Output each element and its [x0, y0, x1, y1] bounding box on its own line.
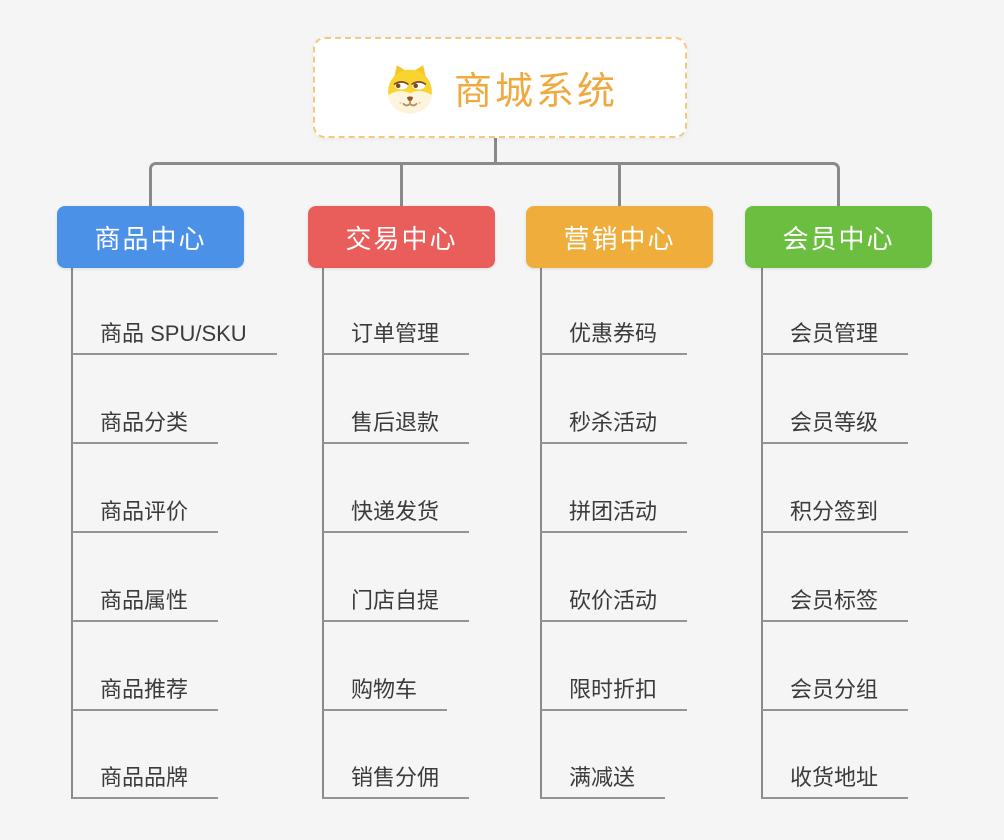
- connector-drop-marketing: [618, 165, 621, 207]
- leaf-node[interactable]: 售后退款: [323, 408, 470, 444]
- leaf-node[interactable]: 商品评价: [72, 497, 219, 533]
- leaf-node[interactable]: 商品 SPU/SKU: [72, 319, 277, 355]
- leaf-node[interactable]: 限时折扣: [541, 675, 688, 711]
- leaf-node[interactable]: 会员管理: [762, 319, 909, 355]
- root-node[interactable]: 商城系统: [313, 37, 687, 138]
- leaf-node[interactable]: 会员标签: [762, 586, 909, 622]
- branch-node-marketing-center[interactable]: 营销中心: [526, 206, 713, 268]
- leaf-node[interactable]: 商品推荐: [72, 675, 219, 711]
- leaf-node[interactable]: 积分签到: [762, 497, 909, 533]
- leaf-node[interactable]: 拼团活动: [541, 497, 688, 533]
- branch-node-trade-center[interactable]: 交易中心: [308, 206, 495, 268]
- leaf-node[interactable]: 砍价活动: [541, 586, 688, 622]
- branch-node-product-center[interactable]: 商品中心: [57, 206, 244, 268]
- leaf-node[interactable]: 销售分佣: [323, 763, 470, 799]
- leaf-node[interactable]: 商品分类: [72, 408, 219, 444]
- leaf-node[interactable]: 会员等级: [762, 408, 909, 444]
- connector-trunk-member: [761, 268, 763, 799]
- connector-branch-frame: [149, 162, 840, 207]
- leaf-node[interactable]: 商品品牌: [72, 763, 219, 799]
- leaf-node[interactable]: 秒杀活动: [541, 408, 688, 444]
- connector-trunk-product: [71, 268, 73, 799]
- leaf-node[interactable]: 门店自提: [323, 586, 470, 622]
- leaf-node[interactable]: 优惠券码: [541, 319, 688, 355]
- connector-trunk-trade: [322, 268, 324, 799]
- leaf-node[interactable]: 快递发货: [323, 497, 470, 533]
- connector-drop-trade: [400, 165, 403, 207]
- leaf-node[interactable]: 收货地址: [762, 763, 909, 799]
- leaf-node[interactable]: 会员分组: [762, 675, 909, 711]
- dog-face-icon: [388, 64, 432, 113]
- leaf-node[interactable]: 商品属性: [72, 586, 219, 622]
- leaf-node[interactable]: 购物车: [323, 675, 448, 711]
- connector-trunk-marketing: [540, 268, 542, 799]
- leaf-node[interactable]: 订单管理: [323, 319, 470, 355]
- connector-root-stem: [494, 137, 497, 164]
- leaf-node[interactable]: 满减送: [541, 763, 666, 799]
- branch-node-member-center[interactable]: 会员中心: [745, 206, 932, 268]
- root-title: 商城系统: [453, 71, 618, 113]
